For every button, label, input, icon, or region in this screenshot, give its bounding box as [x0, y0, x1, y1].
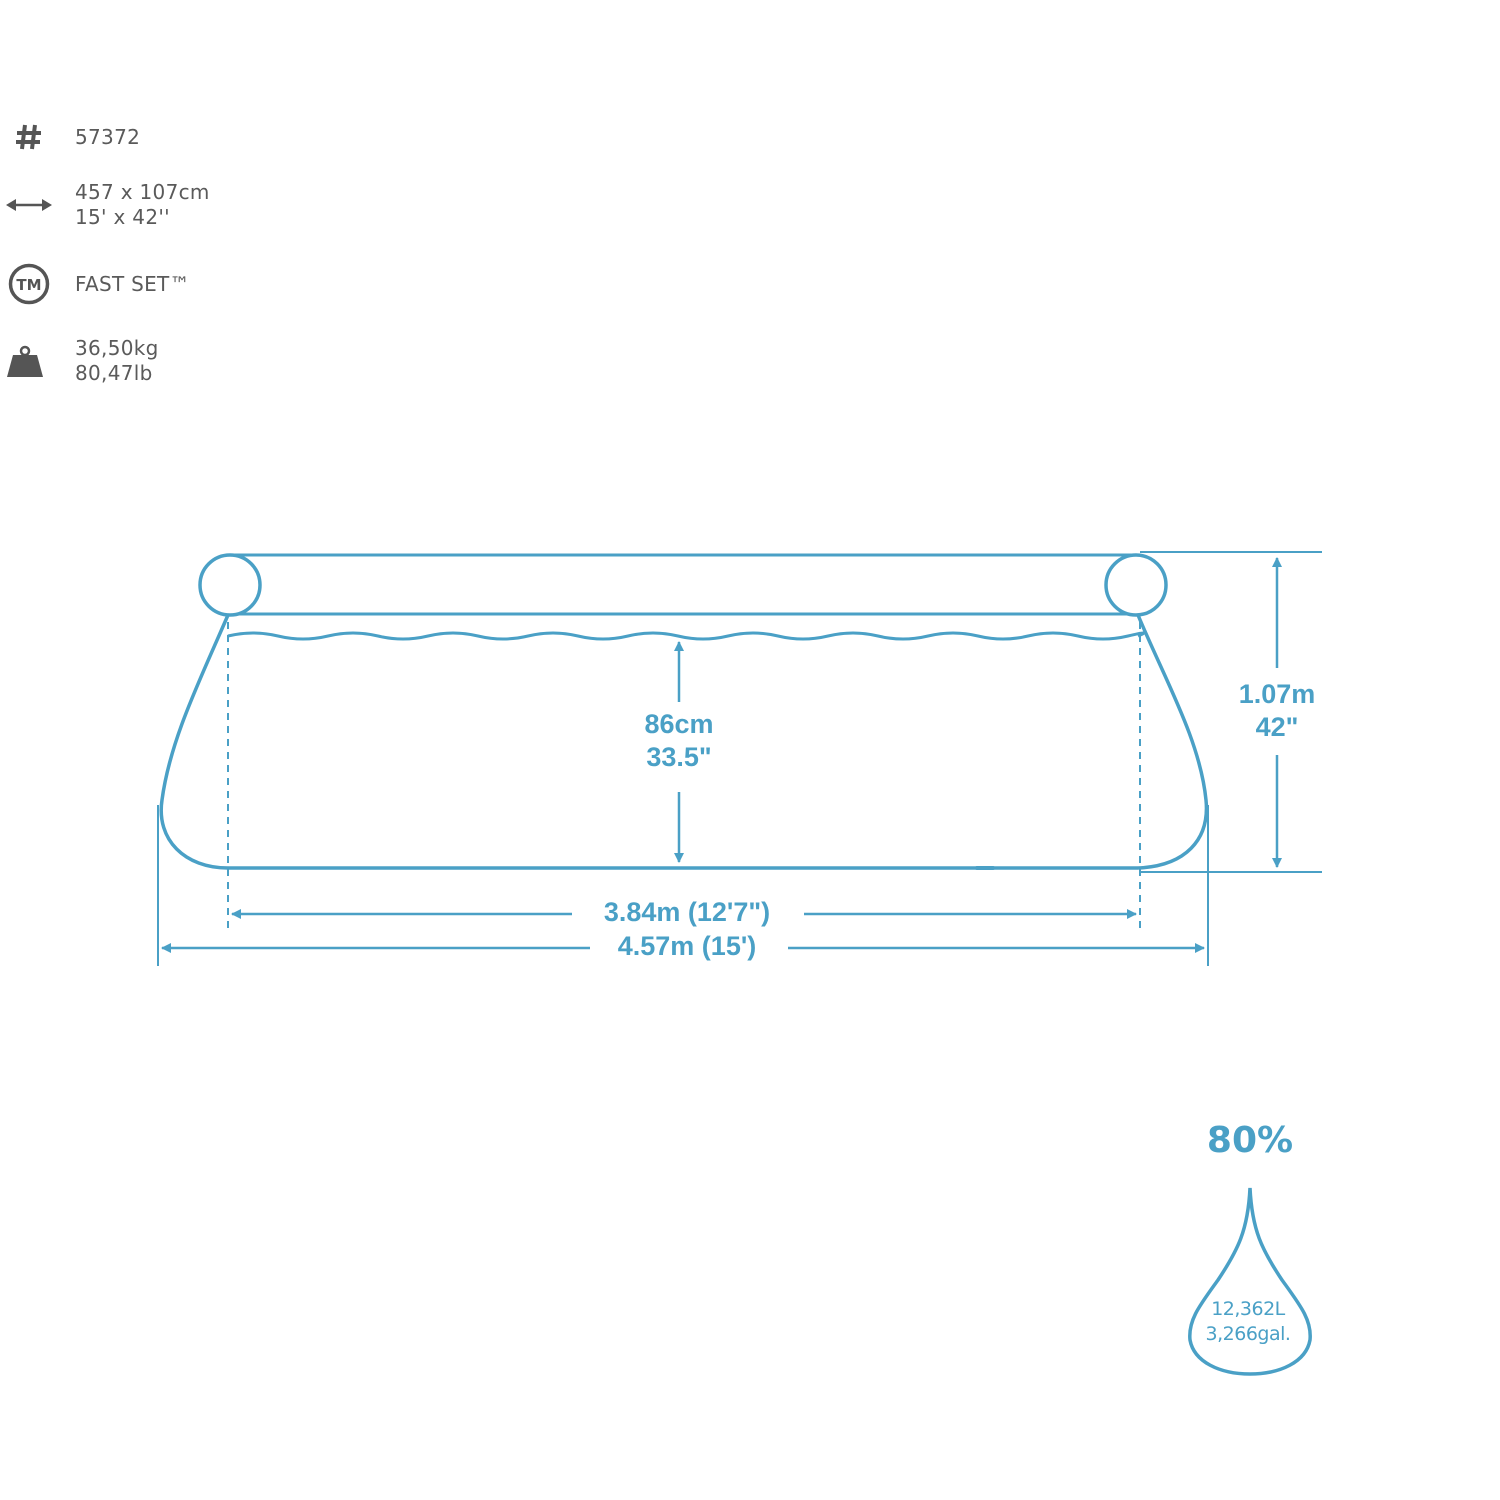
total-height-imperial: 42" [1256, 712, 1299, 742]
pool-weight-metric: 36,50kg [75, 336, 159, 360]
right-ring-circle [1104, 553, 1168, 617]
fill-percent: 80% [1207, 1120, 1293, 1161]
model-number: 57372 [75, 125, 141, 149]
inner-width-label: 3.84m (12'7") [604, 897, 770, 927]
pool-outline [157, 551, 1322, 966]
pool-weight: 36,50kg 80,47lb [75, 336, 159, 386]
water-depth-metric: 86cm [644, 709, 713, 739]
double-arrow-icon [4, 182, 54, 228]
weight-icon [0, 338, 50, 384]
pool-size-imperial: 15' x 42'' [75, 205, 170, 229]
pool-weight-imperial: 80,47lb [75, 361, 153, 385]
water-surface [227, 631, 1146, 641]
hash-icon [4, 114, 54, 160]
pool-size-metric: 457 x 107cm [75, 180, 210, 204]
outer-width-label: 4.57m (15') [618, 931, 757, 961]
total-height-metric: 1.07m [1239, 679, 1316, 709]
trademark-icon: TM [4, 261, 54, 307]
water-depth-imperial: 33.5" [646, 742, 711, 772]
left-ring-circle [198, 553, 262, 617]
capacity-gallons: 3,266gal. [1206, 1323, 1291, 1345]
pool-size: 457 x 107cm 15' x 42'' [75, 180, 210, 230]
pool-type: FAST SET™ [75, 272, 190, 296]
water-drop-icon [1188, 1187, 1312, 1376]
svg-text:TM: TM [16, 276, 41, 294]
capacity-liters: 12,362L [1211, 1298, 1285, 1320]
